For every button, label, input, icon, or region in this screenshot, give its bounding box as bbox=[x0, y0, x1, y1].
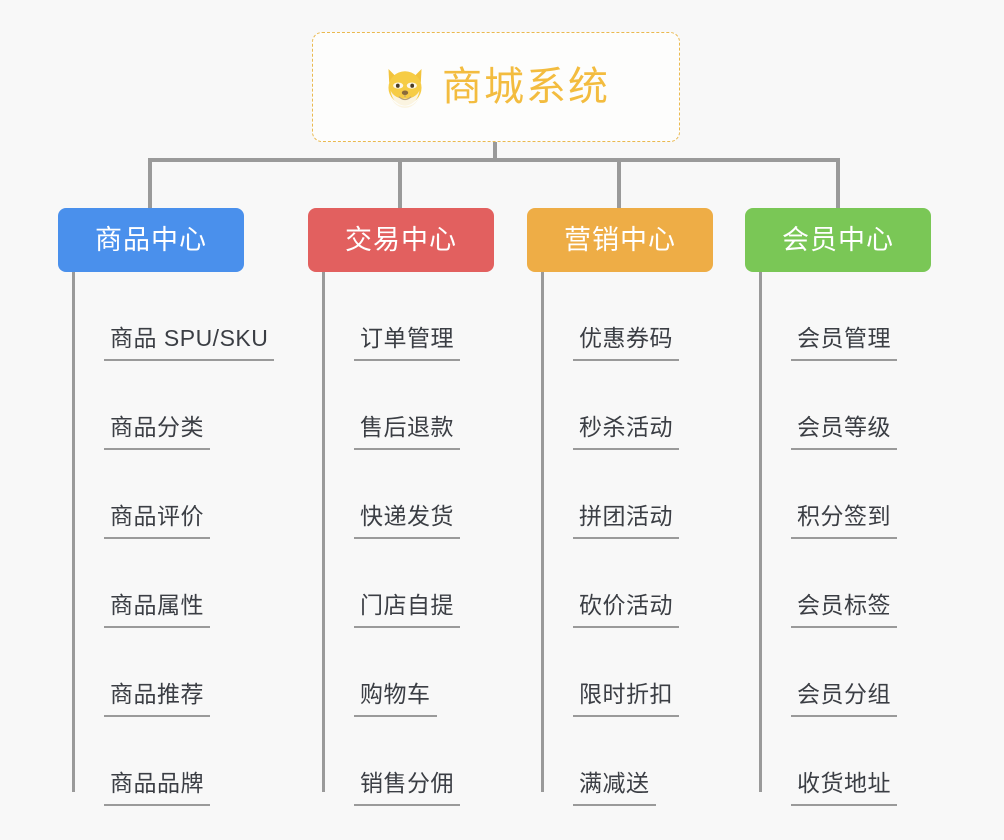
leaf-label: 售后退款 bbox=[354, 416, 460, 450]
leaf-label: 会员标签 bbox=[791, 594, 897, 628]
leaf-label: 商品评价 bbox=[104, 505, 210, 539]
leaf-node[interactable]: 商品推荐 bbox=[72, 628, 274, 717]
branch-trunk-2 bbox=[322, 272, 325, 792]
branch-trunk-4 bbox=[759, 272, 762, 792]
connector-drop-4 bbox=[836, 158, 840, 210]
connector-drop-3 bbox=[617, 158, 621, 210]
leaf-node[interactable]: 快递发货 bbox=[322, 450, 460, 539]
connector-horizontal-bus bbox=[148, 158, 840, 162]
category-node-4[interactable]: 会员中心 bbox=[745, 208, 931, 272]
leaf-node[interactable]: 砍价活动 bbox=[541, 539, 679, 628]
leaf-label: 销售分佣 bbox=[354, 772, 460, 806]
leaf-label: 砍价活动 bbox=[573, 594, 679, 628]
leaf-label: 积分签到 bbox=[791, 505, 897, 539]
category-label: 营销中心 bbox=[564, 224, 676, 255]
leaf-column-2: 订单管理售后退款快递发货门店自提购物车销售分佣 bbox=[322, 272, 460, 806]
leaf-column-4: 会员管理会员等级积分签到会员标签会员分组收货地址 bbox=[759, 272, 897, 806]
leaf-node[interactable]: 商品分类 bbox=[72, 361, 274, 450]
leaf-node[interactable]: 商品 SPU/SKU bbox=[72, 272, 275, 361]
category-node-1[interactable]: 商品中心 bbox=[58, 208, 244, 272]
connector-drop-2 bbox=[398, 158, 402, 210]
leaf-label: 快递发货 bbox=[354, 505, 460, 539]
leaf-node[interactable]: 会员等级 bbox=[759, 361, 897, 450]
leaf-label: 收货地址 bbox=[791, 772, 897, 806]
leaf-node[interactable]: 优惠券码 bbox=[541, 272, 679, 361]
branch-trunk-1 bbox=[72, 272, 75, 792]
branch-trunk-3 bbox=[541, 272, 544, 792]
leaf-label: 商品属性 bbox=[104, 594, 210, 628]
root-node[interactable]: 商城系统 bbox=[312, 32, 680, 142]
category-node-3[interactable]: 营销中心 bbox=[527, 208, 713, 272]
leaf-label: 商品品牌 bbox=[104, 772, 210, 806]
category-node-2[interactable]: 交易中心 bbox=[308, 208, 494, 272]
dog-face-icon bbox=[382, 64, 428, 110]
category-label: 商品中心 bbox=[95, 224, 207, 255]
leaf-node[interactable]: 会员管理 bbox=[759, 272, 897, 361]
connector-drop-1 bbox=[148, 158, 152, 210]
connector-root-stem bbox=[493, 142, 497, 162]
leaf-label: 购物车 bbox=[354, 683, 437, 717]
leaf-node[interactable]: 拼团活动 bbox=[541, 450, 679, 539]
leaf-node[interactable]: 销售分佣 bbox=[322, 717, 460, 806]
leaf-node[interactable]: 会员分组 bbox=[759, 628, 897, 717]
leaf-node[interactable]: 满减送 bbox=[541, 717, 679, 806]
leaf-node[interactable]: 积分签到 bbox=[759, 450, 897, 539]
category-label: 交易中心 bbox=[345, 224, 457, 255]
leaf-node[interactable]: 商品属性 bbox=[72, 539, 274, 628]
leaf-node[interactable]: 商品品牌 bbox=[72, 717, 274, 806]
leaf-node[interactable]: 会员标签 bbox=[759, 539, 897, 628]
leaf-label: 会员分组 bbox=[791, 683, 897, 717]
leaf-label: 优惠券码 bbox=[573, 327, 679, 361]
root-title: 商城系统 bbox=[442, 65, 610, 109]
leaf-node[interactable]: 收货地址 bbox=[759, 717, 897, 806]
leaf-label: 秒杀活动 bbox=[573, 416, 679, 450]
leaf-node[interactable]: 门店自提 bbox=[322, 539, 460, 628]
leaf-label: 拼团活动 bbox=[573, 505, 679, 539]
leaf-label: 商品 SPU/SKU bbox=[104, 327, 275, 361]
leaf-label: 订单管理 bbox=[354, 327, 460, 361]
category-label: 会员中心 bbox=[782, 224, 894, 255]
leaf-node[interactable]: 秒杀活动 bbox=[541, 361, 679, 450]
leaf-label: 商品分类 bbox=[104, 416, 210, 450]
leaf-label: 满减送 bbox=[573, 772, 656, 806]
leaf-label: 门店自提 bbox=[354, 594, 460, 628]
leaf-node[interactable]: 订单管理 bbox=[322, 272, 460, 361]
leaf-label: 限时折扣 bbox=[573, 683, 679, 717]
leaf-label: 会员等级 bbox=[791, 416, 897, 450]
leaf-column-3: 优惠券码秒杀活动拼团活动砍价活动限时折扣满减送 bbox=[541, 272, 679, 806]
leaf-node[interactable]: 购物车 bbox=[322, 628, 460, 717]
leaf-node[interactable]: 商品评价 bbox=[72, 450, 274, 539]
leaf-node[interactable]: 售后退款 bbox=[322, 361, 460, 450]
leaf-label: 商品推荐 bbox=[104, 683, 210, 717]
leaf-label: 会员管理 bbox=[791, 327, 897, 361]
leaf-node[interactable]: 限时折扣 bbox=[541, 628, 679, 717]
leaf-column-1: 商品 SPU/SKU 商品分类商品评价商品属性商品推荐商品品牌 bbox=[72, 272, 275, 806]
